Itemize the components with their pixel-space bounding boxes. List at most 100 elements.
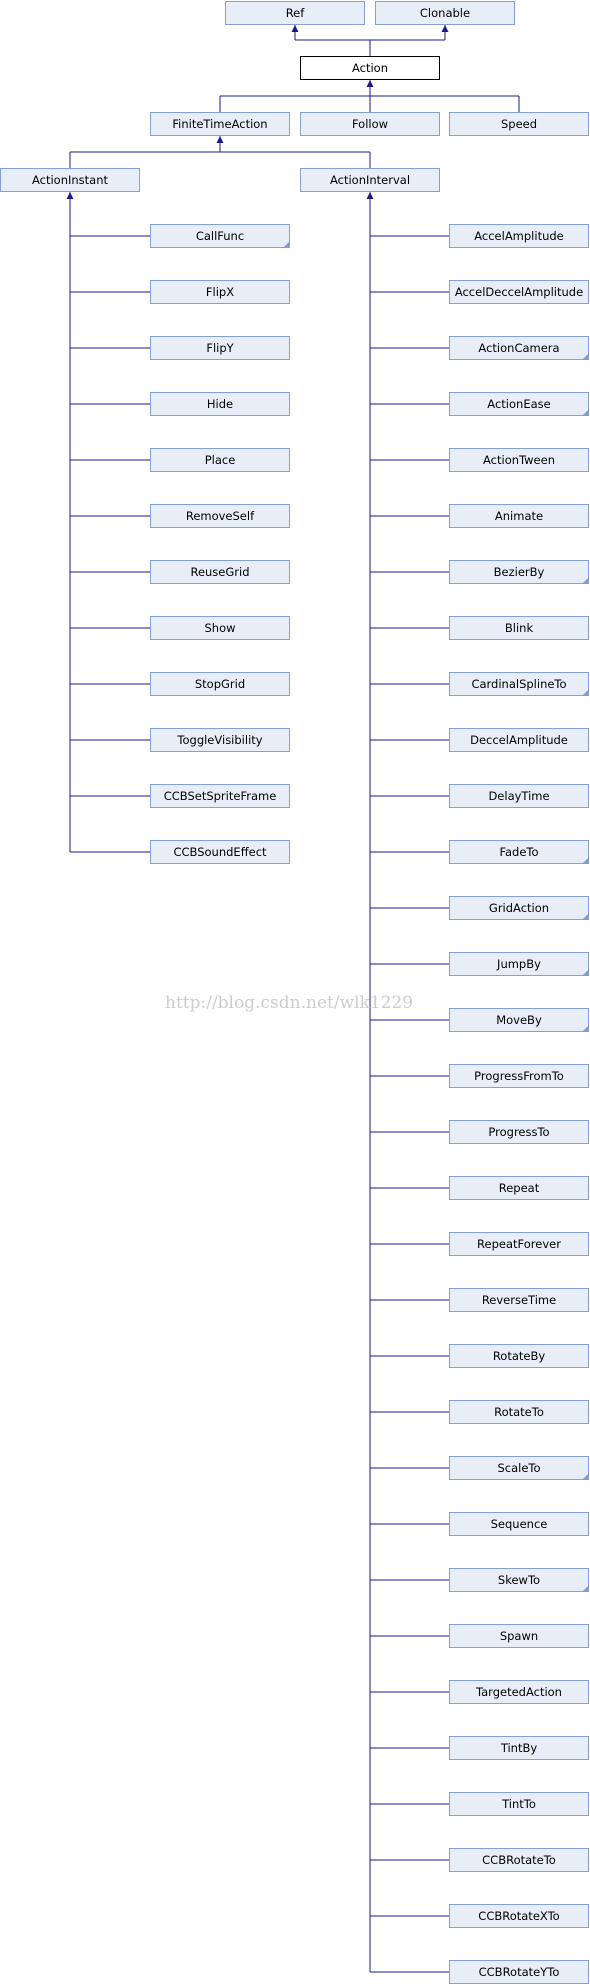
class-node-call-func[interactable]: CallFunc [150, 224, 290, 248]
class-node-label: CallFunc [196, 229, 244, 243]
class-node-label: GridAction [489, 901, 549, 915]
class-node-box [150, 280, 290, 304]
inheritance-arrow-icon [291, 25, 299, 32]
class-node-box [150, 616, 290, 640]
folded-corner-icon [582, 409, 589, 416]
class-node-box [449, 448, 589, 472]
class-node-box [150, 840, 290, 864]
class-node-label: ActionEase [487, 397, 550, 411]
class-node-tint-by[interactable]: TintBy [449, 1736, 589, 1760]
class-node-box [449, 728, 589, 752]
class-node-label: Blink [505, 621, 534, 635]
class-node-label: RemoveSelf [186, 509, 255, 523]
class-node-box [449, 616, 589, 640]
class-node-cardinal-spline-to[interactable]: CardinalSplineTo [449, 672, 589, 696]
class-node-animate[interactable]: Animate [449, 504, 589, 528]
class-node-toggle-visibility[interactable]: ToggleVisibility [150, 728, 290, 752]
class-node-follow[interactable]: Follow [300, 112, 440, 136]
class-node-finite-time-action[interactable]: FiniteTimeAction [150, 112, 290, 136]
class-node-fade-to[interactable]: FadeTo [449, 840, 589, 864]
inheritance-arrow-icon [66, 192, 74, 199]
class-node-targeted-action[interactable]: TargetedAction [449, 1680, 589, 1704]
class-node-box [150, 392, 290, 416]
class-node-tint-to[interactable]: TintTo [449, 1792, 589, 1816]
class-node-label: CCBRotateYTo [479, 1965, 560, 1979]
class-node-rotate-by[interactable]: RotateBy [449, 1344, 589, 1368]
class-node-box [300, 168, 440, 192]
class-node-label: TintTo [501, 1797, 536, 1811]
class-node-box [449, 1456, 589, 1480]
class-node-label: Speed [501, 117, 537, 131]
class-node-ccb-rotate-to[interactable]: CCBRotateTo [449, 1848, 589, 1872]
class-node-accel-amplitude[interactable]: AccelAmplitude [449, 224, 589, 248]
class-node-box [449, 896, 589, 920]
class-node-ccb-rotate-x-to[interactable]: CCBRotateXTo [449, 1904, 589, 1928]
folded-corner-icon [582, 969, 589, 976]
class-node-flip-x[interactable]: FlipX [150, 280, 290, 304]
class-node-hide[interactable]: Hide [150, 392, 290, 416]
class-node-action-ease[interactable]: ActionEase [449, 392, 589, 416]
class-node-progress-to[interactable]: ProgressTo [449, 1120, 589, 1144]
class-node-action-camera[interactable]: ActionCamera [449, 336, 589, 360]
class-node-label: RotateTo [494, 1405, 544, 1419]
class-node-accel-deccel-amplitude[interactable]: AccelDeccelAmplitude [449, 280, 589, 304]
class-node-blink[interactable]: Blink [449, 616, 589, 640]
class-node-box [449, 224, 589, 248]
class-node-box [449, 1008, 589, 1032]
class-node-jump-by[interactable]: JumpBy [449, 952, 589, 976]
class-node-label: Animate [495, 509, 543, 523]
class-node-box [449, 672, 589, 696]
class-node-scale-to[interactable]: ScaleTo [449, 1456, 589, 1480]
class-node-label: ActionTween [483, 453, 555, 467]
class-node-ref[interactable]: Ref [225, 1, 365, 25]
class-node-label: RotateBy [493, 1349, 546, 1363]
class-node-box [0, 168, 140, 192]
class-node-show[interactable]: Show [150, 616, 290, 640]
class-node-speed[interactable]: Speed [449, 112, 589, 136]
class-node-sequence[interactable]: Sequence [449, 1512, 589, 1536]
class-node-action-interval[interactable]: ActionInterval [300, 168, 440, 192]
class-node-repeat[interactable]: Repeat [449, 1176, 589, 1200]
class-node-box [449, 1736, 589, 1760]
class-node-label: CCBRotateXTo [478, 1909, 559, 1923]
class-node-delay-time[interactable]: DelayTime [449, 784, 589, 808]
class-node-reverse-time[interactable]: ReverseTime [449, 1288, 589, 1312]
inheritance-arrow-icon [366, 80, 374, 87]
folded-corner-icon [582, 1473, 589, 1480]
class-node-progress-from-to[interactable]: ProgressFromTo [449, 1064, 589, 1088]
class-node-action-instant[interactable]: ActionInstant [0, 168, 140, 192]
class-node-box [150, 336, 290, 360]
class-node-deccel-amplitude[interactable]: DeccelAmplitude [449, 728, 589, 752]
class-node-action-tween[interactable]: ActionTween [449, 448, 589, 472]
class-node-move-by[interactable]: MoveBy [449, 1008, 589, 1032]
class-node-box [150, 672, 290, 696]
class-node-bezier-by[interactable]: BezierBy [449, 560, 589, 584]
class-node-skew-to[interactable]: SkewTo [449, 1568, 589, 1592]
class-node-grid-action[interactable]: GridAction [449, 896, 589, 920]
class-node-ccb-set-sprite-frame[interactable]: CCBSetSpriteFrame [150, 784, 290, 808]
class-node-place[interactable]: Place [150, 448, 290, 472]
class-node-flip-y[interactable]: FlipY [150, 336, 290, 360]
class-node-box [449, 1344, 589, 1368]
class-node-label: SkewTo [498, 1573, 540, 1587]
class-node-label: FlipX [206, 285, 234, 299]
class-node-box [150, 224, 290, 248]
class-node-rotate-to[interactable]: RotateTo [449, 1400, 589, 1424]
class-node-ccb-rotate-y-to[interactable]: CCBRotateYTo [449, 1960, 589, 1984]
class-node-remove-self[interactable]: RemoveSelf [150, 504, 290, 528]
class-node-label: TintBy [500, 1741, 538, 1755]
class-node-label: RepeatForever [477, 1237, 561, 1251]
class-node-reuse-grid[interactable]: ReuseGrid [150, 560, 290, 584]
class-node-label: JumpBy [496, 957, 541, 971]
class-node-repeat-forever[interactable]: RepeatForever [449, 1232, 589, 1256]
class-node-label: AccelAmplitude [474, 229, 564, 243]
class-node-spawn[interactable]: Spawn [449, 1624, 589, 1648]
inheritance-arrow-icon [216, 136, 224, 143]
class-node-label: TargetedAction [475, 1685, 562, 1699]
folded-corner-icon [582, 913, 589, 920]
class-node-stop-grid[interactable]: StopGrid [150, 672, 290, 696]
class-node-box [300, 56, 440, 80]
class-node-action[interactable]: Action [300, 56, 440, 80]
class-node-ccb-sound-effect[interactable]: CCBSoundEffect [150, 840, 290, 864]
class-node-clonable[interactable]: Clonable [375, 1, 515, 25]
